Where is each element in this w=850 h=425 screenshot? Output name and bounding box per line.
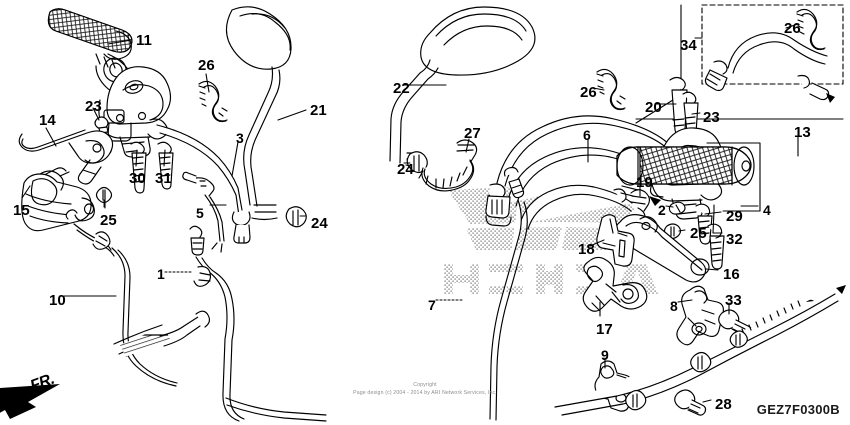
- part-15-clutch-lever-holder: [21, 167, 95, 232]
- part-28-bolt: [674, 389, 707, 416]
- part-21-mirror-left: [225, 6, 292, 221]
- callout-number-mirror-nut-left: 24: [311, 215, 328, 232]
- callout-number-clamp-bolt: 33: [725, 292, 742, 309]
- callout-number-washer: 2: [658, 202, 666, 218]
- part-5-sub-harness: [182, 171, 225, 253]
- part-6-main-harness: [485, 115, 671, 230]
- part-18-cable-guide: [596, 214, 635, 267]
- callout-number-mirror-nut-right: 24: [397, 161, 414, 178]
- callout-number-throttle-cable-a: 1: [157, 266, 165, 282]
- part-24-mirror-nut-left: [285, 206, 307, 228]
- callout-number-cable-clamp: 8: [670, 298, 678, 314]
- callout-number-screw-b: 31: [155, 170, 172, 187]
- callout-number-clutch-cable: 10: [49, 292, 66, 309]
- part-27-harness-band: [418, 139, 478, 192]
- callout-number-holder-bolt: 28: [715, 396, 732, 413]
- part-22-mirror-right: [389, 6, 536, 168]
- callout-number-pivot-bolt: 23: [85, 98, 102, 115]
- copyright-line-1: Copyright: [413, 382, 437, 388]
- callout-number-cable-holder: 9: [601, 347, 609, 363]
- callout-number-cable-guide: 18: [578, 241, 595, 258]
- part-17-cable-bracket: [582, 256, 648, 312]
- part-1-throttle-cable: [189, 225, 327, 422]
- part-25-nut-left: [95, 186, 113, 208]
- callout-number-clutch-lever: 14: [39, 112, 56, 129]
- part-7-brake-cable: [489, 166, 528, 421]
- callout-number-mirror-stay-left: 21: [310, 102, 327, 119]
- callout-number-switch-harness: 3: [236, 130, 244, 146]
- part-14-clutch-lever: [18, 129, 114, 185]
- part-26-wire-clip-center: [596, 68, 626, 111]
- callout-number-nut: 25: [690, 225, 707, 242]
- leader-lines: [21, 23, 799, 403]
- part-32-screw: [707, 223, 725, 270]
- callout-number-mirror-right: 22: [393, 80, 410, 97]
- part-4-grip-assembly-bracket: [706, 142, 761, 234]
- callout-number-throttle-grip: 13: [794, 124, 811, 141]
- part-24-mirror-nut-right: [406, 151, 428, 174]
- copyright-line-2: Page design (c) 2004 - 2014 by ARI Netwo…: [353, 390, 497, 397]
- callout-number-screw-c: 29: [726, 208, 743, 225]
- callout-number-nut: 25: [100, 212, 117, 229]
- part-26-wire-clip-left: [198, 80, 228, 123]
- part-2-washer: [668, 201, 686, 215]
- callout-number-grip-assembly: 4: [763, 202, 771, 218]
- callout-number-bolt: 20: [645, 99, 662, 116]
- callout-number-brake-cable: 7: [428, 297, 436, 313]
- part-8-cable-clamp: [676, 285, 724, 346]
- callout-number-cable-bracket: 17: [596, 321, 613, 338]
- callout-number-harness-band: 27: [464, 125, 481, 142]
- part-13-throttle-grip: [616, 146, 755, 186]
- callout-number-inset-assembly: 34: [680, 37, 697, 54]
- copyright-block: Copyright Page design (c) 2004 - 2014 by…: [0, 381, 850, 397]
- callout-number-screw-a: 30: [129, 170, 146, 187]
- callout-number-spring-clip: 19: [636, 174, 653, 191]
- part-3-switch-harness: [156, 124, 251, 244]
- callout-number-clutch-lever-holder: 15: [13, 202, 30, 219]
- callout-number-wire-clip: 26: [580, 84, 597, 101]
- callout-number-throttle-grip-pipe: 11: [136, 32, 152, 49]
- diagram-code: GEZ7F0300B: [756, 402, 840, 417]
- fr-direction-arrow: [0, 384, 60, 419]
- part-30-screw: [130, 141, 147, 194]
- part-10-clutch-cable: [65, 209, 211, 387]
- callout-number-pivot-bolt: 23: [703, 109, 720, 126]
- right-brake-cable-run: [554, 285, 846, 416]
- part-34-inset-box: [635, 4, 844, 124]
- callout-number-sub-harness: 5: [196, 205, 204, 221]
- callout-number-wire-clip: 26: [198, 57, 215, 74]
- part-31-screw: [157, 141, 174, 190]
- callout-number-brake-lever: 16: [723, 266, 740, 283]
- callout-number-main-harness: 6: [583, 127, 591, 143]
- callout-number-wire-clip: 26: [784, 20, 801, 37]
- callout-number-screw-d: 32: [726, 231, 743, 248]
